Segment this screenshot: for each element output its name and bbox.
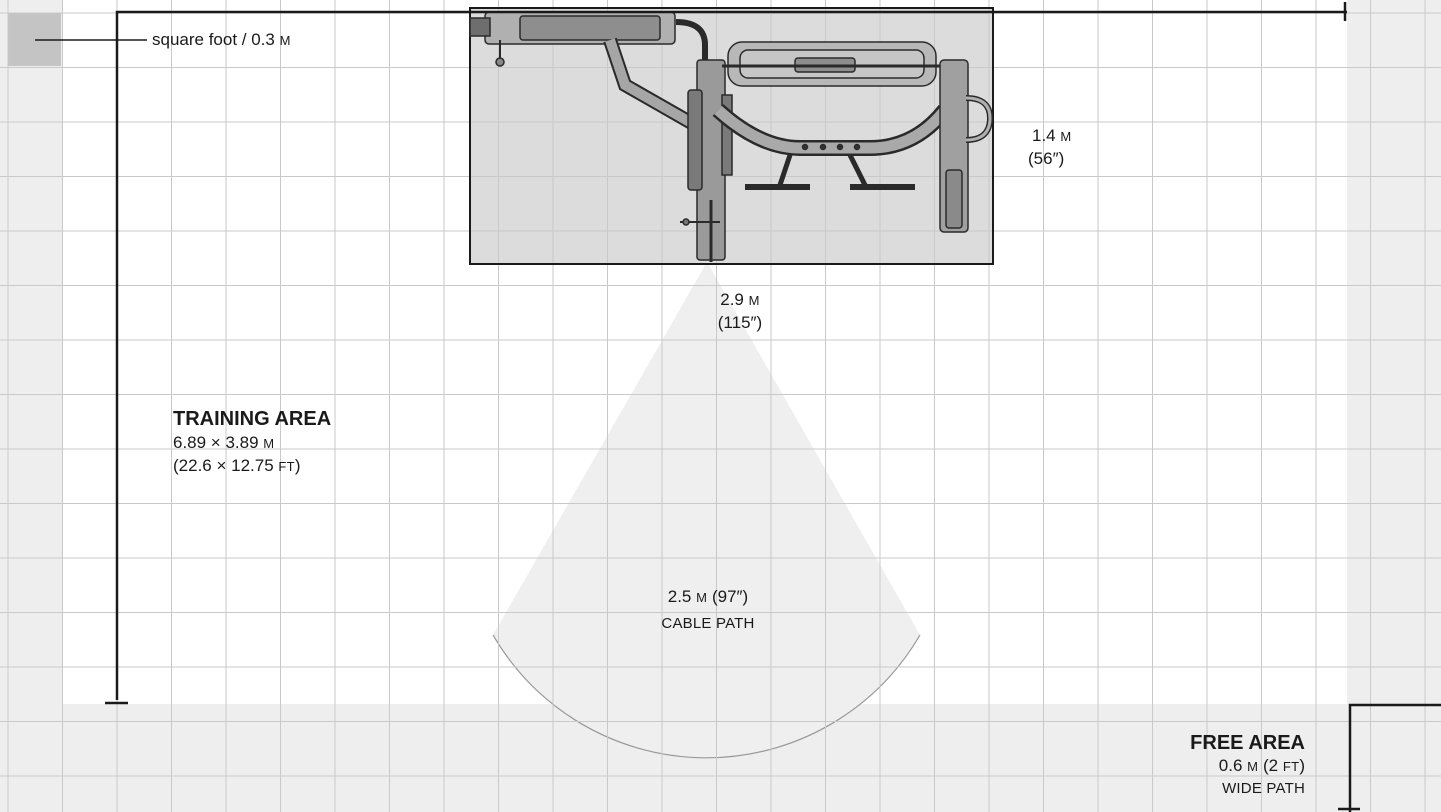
free-area-label: FREE AREA 0.6 M (2 FT) WIDE PATH: [1190, 731, 1305, 800]
training-area-metric: 6.89 × 3.89 M: [173, 433, 275, 452]
free-area-title: FREE AREA: [1190, 732, 1305, 754]
legend-text: square foot / 0.3: [152, 30, 280, 49]
cable-path-arc: [492, 634, 921, 759]
machine-width-label: 2.9 M (115″): [700, 289, 780, 334]
free-area-caption: WIDE PATH: [1222, 780, 1305, 797]
legend-label: square foot / 0.3 M: [152, 29, 291, 52]
machine-width-metric: 2.9 M: [720, 290, 760, 309]
machine-depth-imperial: (56″): [1028, 149, 1065, 168]
cable-path-caption: CABLE PATH: [661, 615, 755, 632]
cable-path-measure: 2.5 M (97″): [667, 587, 749, 606]
machine-width-imperial: (115″): [717, 313, 763, 332]
legend-unit: M: [279, 33, 291, 48]
training-area-boundary: [105, 2, 1347, 705]
training-area-imperial: (22.6 × 12.75 FT): [173, 456, 301, 475]
machine-footprint-border: [469, 7, 994, 265]
free-area-boundary: [1338, 703, 1441, 812]
cable-path-label: 2.5 M (97″) CABLE PATH: [628, 586, 788, 635]
training-area-label: TRAINING AREA 6.89 × 3.89 M (22.6 × 12.7…: [173, 406, 331, 478]
cable-path-area: [493, 262, 920, 758]
free-area-measure: 0.6 M (2 FT): [1218, 756, 1305, 775]
training-area-title: TRAINING AREA: [173, 408, 332, 430]
machine-depth-label: 1.4 M (56″): [1028, 125, 1072, 170]
machine-illustration: [469, 11, 994, 262]
machine-depth-metric: 1.4 M: [1032, 126, 1072, 145]
